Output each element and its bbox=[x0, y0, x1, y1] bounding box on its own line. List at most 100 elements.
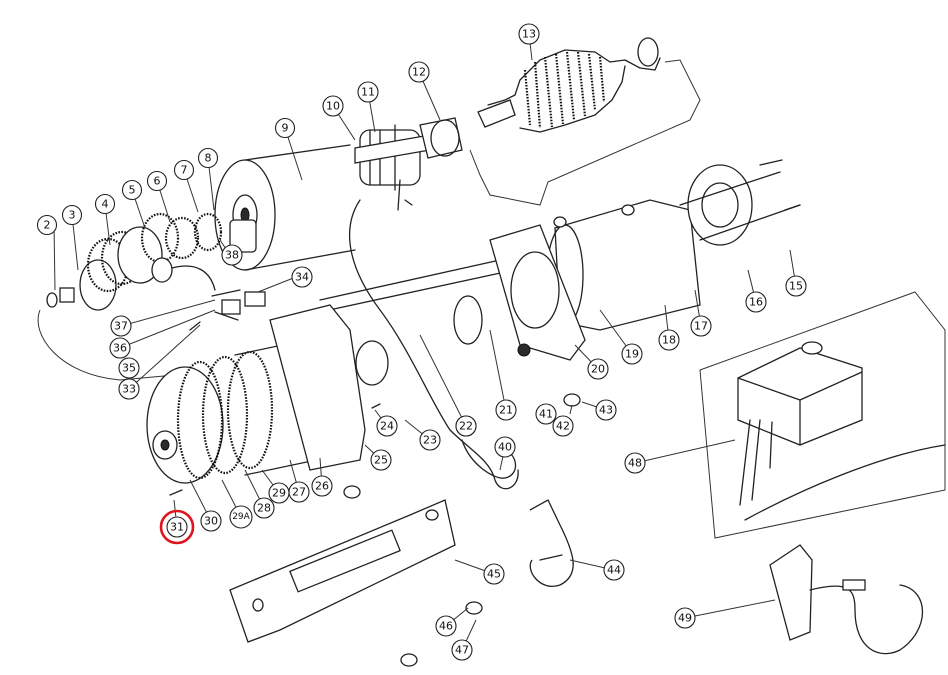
svg-text:13: 13 bbox=[522, 28, 536, 41]
svg-text:17: 17 bbox=[694, 320, 708, 333]
motor-armature bbox=[477, 37, 661, 133]
callout-15: 15 bbox=[785, 275, 807, 297]
svg-text:38: 38 bbox=[225, 249, 239, 262]
svg-text:8: 8 bbox=[205, 152, 212, 165]
callout-7: 7 bbox=[173, 159, 195, 181]
gearbox-small-parts bbox=[189, 289, 266, 331]
rope-eye bbox=[461, 439, 517, 479]
callout-44: 44 bbox=[603, 559, 625, 581]
callout-12: 12 bbox=[408, 61, 430, 83]
assembly-outline-top bbox=[469, 59, 701, 206]
callout-2: 2 bbox=[36, 214, 58, 236]
callout-43: 43 bbox=[595, 399, 617, 421]
svg-text:44: 44 bbox=[607, 564, 621, 577]
callout-16: 16 bbox=[745, 291, 767, 313]
svg-text:29A: 29A bbox=[232, 512, 250, 522]
callout-8: 8 bbox=[197, 147, 219, 169]
callout-36: 36 bbox=[109, 337, 131, 359]
callout-21: 21 bbox=[495, 399, 517, 421]
callout-20: 20 bbox=[587, 358, 609, 380]
svg-text:40: 40 bbox=[498, 441, 512, 454]
callout-5: 5 bbox=[121, 179, 143, 201]
brake-assembly bbox=[354, 117, 463, 211]
svg-text:5: 5 bbox=[129, 184, 136, 197]
assembly-outline-left bbox=[37, 309, 176, 381]
svg-text:23: 23 bbox=[423, 434, 437, 447]
callout-45: 45 bbox=[483, 563, 505, 585]
roller-fairlead bbox=[229, 499, 456, 643]
callout-29A: 29A bbox=[229, 505, 253, 529]
callout-34: 34 bbox=[291, 266, 313, 288]
svg-text:24: 24 bbox=[380, 420, 394, 433]
svg-text:47: 47 bbox=[455, 644, 469, 657]
svg-text:21: 21 bbox=[499, 404, 513, 417]
svg-text:15: 15 bbox=[789, 280, 803, 293]
callout-18: 18 bbox=[658, 329, 680, 351]
drive-shaft bbox=[319, 259, 506, 313]
svg-text:22: 22 bbox=[459, 420, 473, 433]
callout-28: 28 bbox=[253, 497, 275, 519]
callout-47: 47 bbox=[451, 639, 473, 661]
svg-text:26: 26 bbox=[315, 480, 329, 493]
callout-19: 19 bbox=[621, 343, 643, 365]
callout-13: 13 bbox=[518, 23, 540, 45]
hook bbox=[529, 499, 574, 587]
svg-text:30: 30 bbox=[204, 515, 218, 528]
callout-22: 22 bbox=[455, 415, 477, 437]
callout-6: 6 bbox=[146, 170, 168, 192]
highlight-ring-callout-31 bbox=[159, 509, 195, 545]
fasteners bbox=[169, 159, 801, 667]
svg-text:35: 35 bbox=[122, 362, 136, 375]
control-box-outline bbox=[699, 291, 946, 539]
svg-text:12: 12 bbox=[412, 66, 426, 79]
svg-text:29: 29 bbox=[272, 487, 286, 500]
callout-4: 4 bbox=[94, 193, 116, 215]
callout-9: 9 bbox=[274, 117, 296, 139]
svg-text:3: 3 bbox=[69, 209, 76, 222]
svg-text:9: 9 bbox=[282, 122, 289, 135]
motor-housing bbox=[546, 164, 801, 331]
control-box bbox=[737, 341, 946, 521]
svg-text:19: 19 bbox=[625, 348, 639, 361]
callout-3: 3 bbox=[61, 204, 83, 226]
svg-text:41: 41 bbox=[539, 408, 553, 421]
svg-text:4: 4 bbox=[102, 198, 109, 211]
callout-26: 26 bbox=[311, 475, 333, 497]
svg-text:34: 34 bbox=[295, 271, 309, 284]
svg-text:37: 37 bbox=[114, 320, 128, 333]
callout-17: 17 bbox=[690, 315, 712, 337]
svg-text:33: 33 bbox=[122, 383, 136, 396]
drum-and-end-plate bbox=[146, 304, 389, 484]
callout-33: 33 bbox=[118, 378, 140, 400]
callout-24: 24 bbox=[376, 415, 398, 437]
svg-text:49: 49 bbox=[678, 612, 692, 625]
callout-11: 11 bbox=[357, 81, 379, 103]
svg-text:10: 10 bbox=[326, 100, 340, 113]
callout-10: 10 bbox=[322, 95, 344, 117]
svg-text:16: 16 bbox=[749, 296, 763, 309]
svg-text:45: 45 bbox=[487, 568, 501, 581]
callout-29: 29 bbox=[268, 482, 290, 504]
planetary-gearset bbox=[46, 212, 257, 311]
callout-41: 41 bbox=[535, 403, 557, 425]
svg-text:27: 27 bbox=[292, 486, 306, 499]
svg-text:46: 46 bbox=[439, 620, 453, 633]
svg-text:6: 6 bbox=[154, 175, 161, 188]
callout-37: 37 bbox=[110, 315, 132, 337]
callout-49: 49 bbox=[674, 607, 696, 629]
callout-27: 27 bbox=[288, 481, 310, 503]
svg-text:20: 20 bbox=[591, 363, 605, 376]
svg-text:48: 48 bbox=[628, 457, 642, 470]
svg-text:42: 42 bbox=[556, 420, 570, 433]
callout-30: 30 bbox=[200, 510, 222, 532]
callout-35: 35 bbox=[118, 357, 140, 379]
motor-end-plate bbox=[453, 224, 586, 361]
callout-46: 46 bbox=[435, 615, 457, 637]
callout-48: 48 bbox=[624, 452, 646, 474]
wire-rope bbox=[348, 199, 519, 490]
svg-text:2: 2 bbox=[44, 219, 51, 232]
svg-text:25: 25 bbox=[374, 454, 388, 467]
callout-23: 23 bbox=[419, 429, 441, 451]
svg-text:11: 11 bbox=[361, 86, 375, 99]
svg-text:31: 31 bbox=[170, 521, 184, 534]
